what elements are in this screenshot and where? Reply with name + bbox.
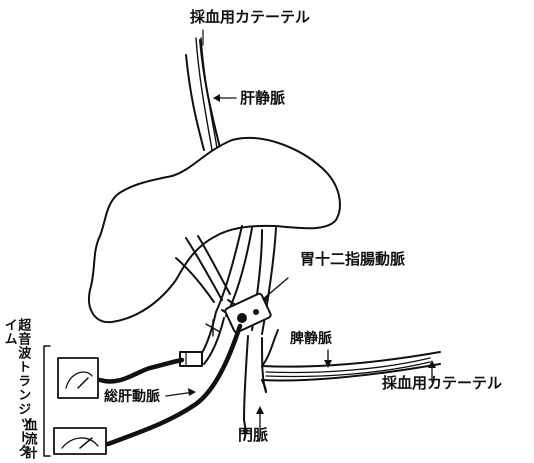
caption-bracket (44, 346, 50, 456)
label-hepatic-vein: 肝静脈 (240, 91, 285, 106)
cable-upper (100, 360, 182, 381)
portal-vein (244, 336, 266, 440)
label-splenic-vein: 脾静脈 (290, 332, 332, 346)
liver (89, 138, 340, 322)
label-gastroduodenal-artery: 胃十二指腸動脈 (300, 252, 405, 267)
label-flowmeter: 血流計 (22, 418, 36, 463)
gda-probe (224, 293, 271, 333)
label-right-catheter: 採血用カテーテル (382, 376, 502, 391)
label-top-catheter: 採血用カテーテル (190, 10, 310, 25)
flowmeter-upper (58, 358, 98, 398)
flowmeter-lower (54, 428, 106, 454)
label-common-hepatic-artery: 総肝動脈 (104, 390, 160, 404)
label-portal-vein: 門脈 (238, 428, 268, 443)
cable-lower (108, 326, 240, 444)
